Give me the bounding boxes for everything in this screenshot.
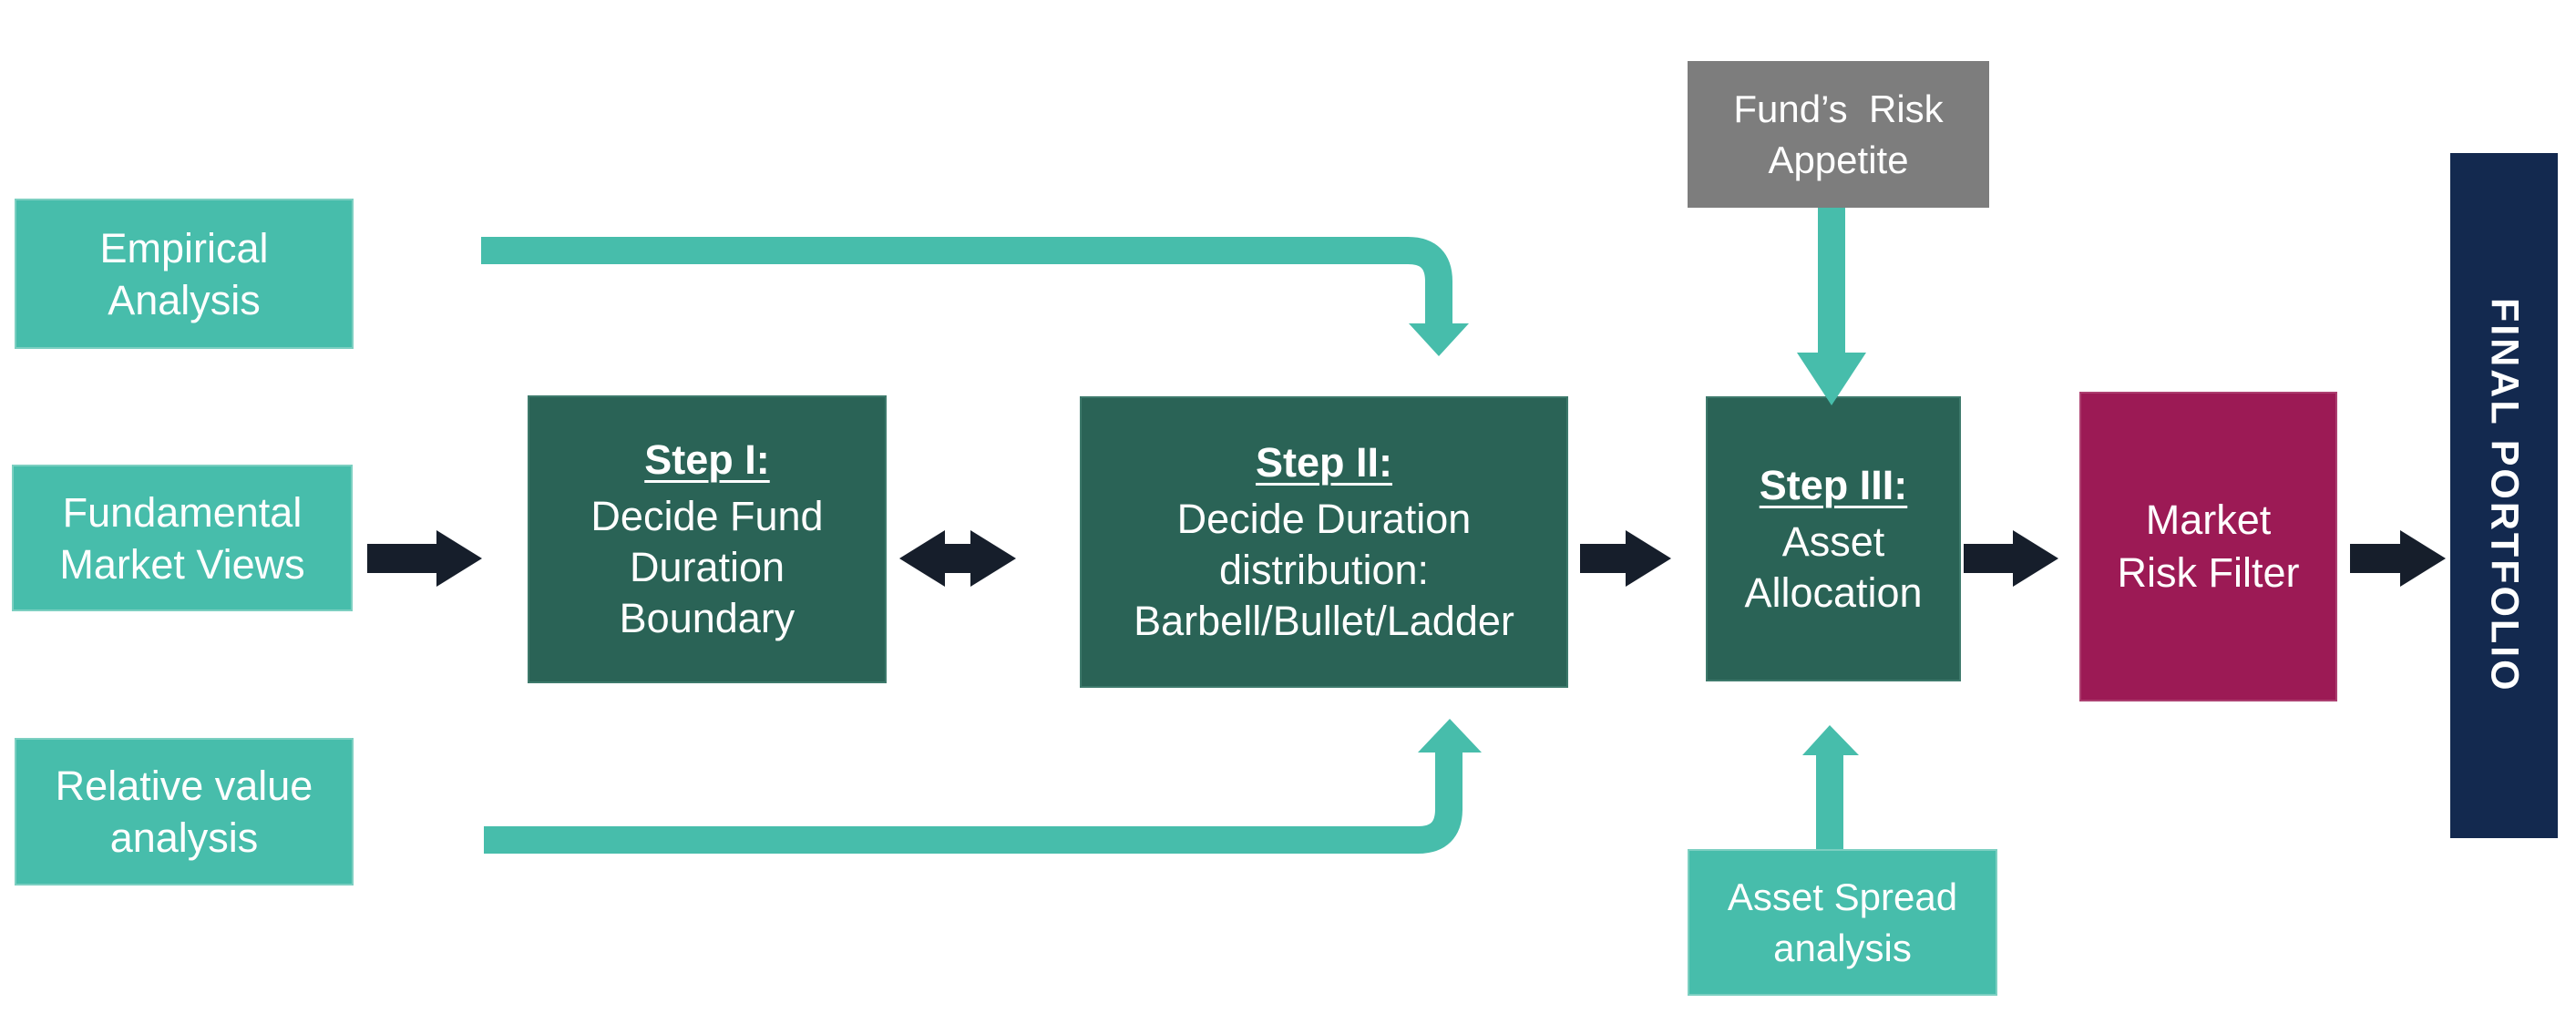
relative-value-analysis-label: Relative value analysis	[55, 763, 313, 861]
arrow-fundamental-to-step1	[367, 530, 482, 587]
fundamental-market-views-box: Fundamental Market Views	[12, 465, 353, 611]
asset-spread-analysis-box: Asset Spread analysis	[1688, 849, 1997, 996]
step-2-box: Step II: Decide Duration distribution: B…	[1080, 396, 1568, 688]
final-portfolio-box: FINAL PORTFOLIO	[2450, 153, 2558, 838]
arrow-relative-to-step2-head	[1418, 719, 1482, 752]
final-portfolio-label: FINAL PORTFOLIO	[2482, 298, 2527, 693]
step-1-box: Step I: Decide Fund Duration Boundary	[528, 395, 887, 683]
arrow-step2-to-step3	[1580, 530, 1671, 587]
asset-spread-analysis-label: Asset Spread analysis	[1727, 875, 1958, 969]
empirical-analysis-box: Empirical Analysis	[15, 199, 354, 349]
arrow-step3-to-market-risk	[1964, 530, 2058, 587]
arrow-empirical-to-step2	[481, 237, 1452, 324]
arrow-relative-to-step2	[484, 752, 1462, 854]
step-1-heading: Step I:	[644, 436, 770, 483]
funds-risk-appetite-box: Fund’s Risk Appetite	[1688, 61, 1989, 208]
market-risk-filter-box: Market Risk Filter	[2079, 392, 2337, 701]
funds-risk-appetite-label: Fund’s Risk Appetite	[1733, 87, 1944, 181]
step-3-body: Asset Allocation	[1744, 517, 1923, 616]
arrow-step1-step2-bidirectional	[899, 530, 1016, 587]
step-2-body: Decide Duration distribution: Barbell/Bu…	[1134, 496, 1514, 644]
step-3-heading: Step III:	[1759, 461, 1908, 508]
step-2-heading: Step II:	[1255, 439, 1392, 486]
step-1-body: Decide Fund Duration Boundary	[590, 493, 824, 641]
arrow-market-risk-to-final	[2350, 530, 2446, 587]
empirical-analysis-label: Empirical Analysis	[99, 224, 269, 323]
relative-value-analysis-box: Relative value analysis	[15, 738, 354, 886]
step-3-box: Step III: Asset Allocation	[1706, 396, 1961, 681]
fundamental-market-views-label: Fundamental Market Views	[59, 488, 305, 588]
market-risk-filter-label: Market Risk Filter	[2117, 497, 2300, 596]
arrow-empirical-to-step2-head	[1409, 323, 1469, 356]
arrow-asset-spread-to-step3-head	[1802, 725, 1859, 755]
